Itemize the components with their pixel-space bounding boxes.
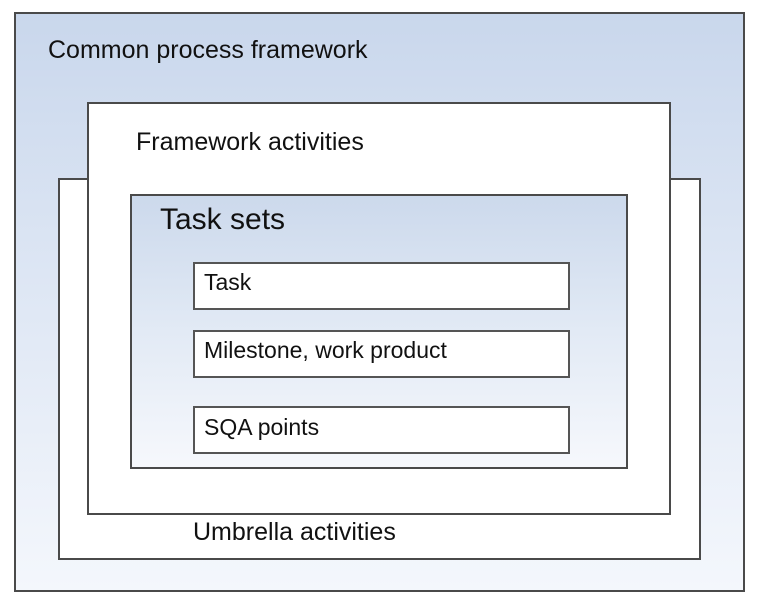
umbrella-activities-label: Umbrella activities [193,518,396,546]
task-sets-label: Task sets [160,203,286,236]
milestone-work-product-label: Milestone, work product [204,337,447,363]
common-process-framework-label: Common process framework [48,36,368,64]
task-label: Task [204,269,252,295]
task-box [193,262,570,310]
sqa-points-label: SQA points [204,414,320,440]
sqa-points-box [193,406,570,454]
framework-activities-label: Framework activities [136,128,364,156]
milestone-work-product-box [193,330,570,378]
